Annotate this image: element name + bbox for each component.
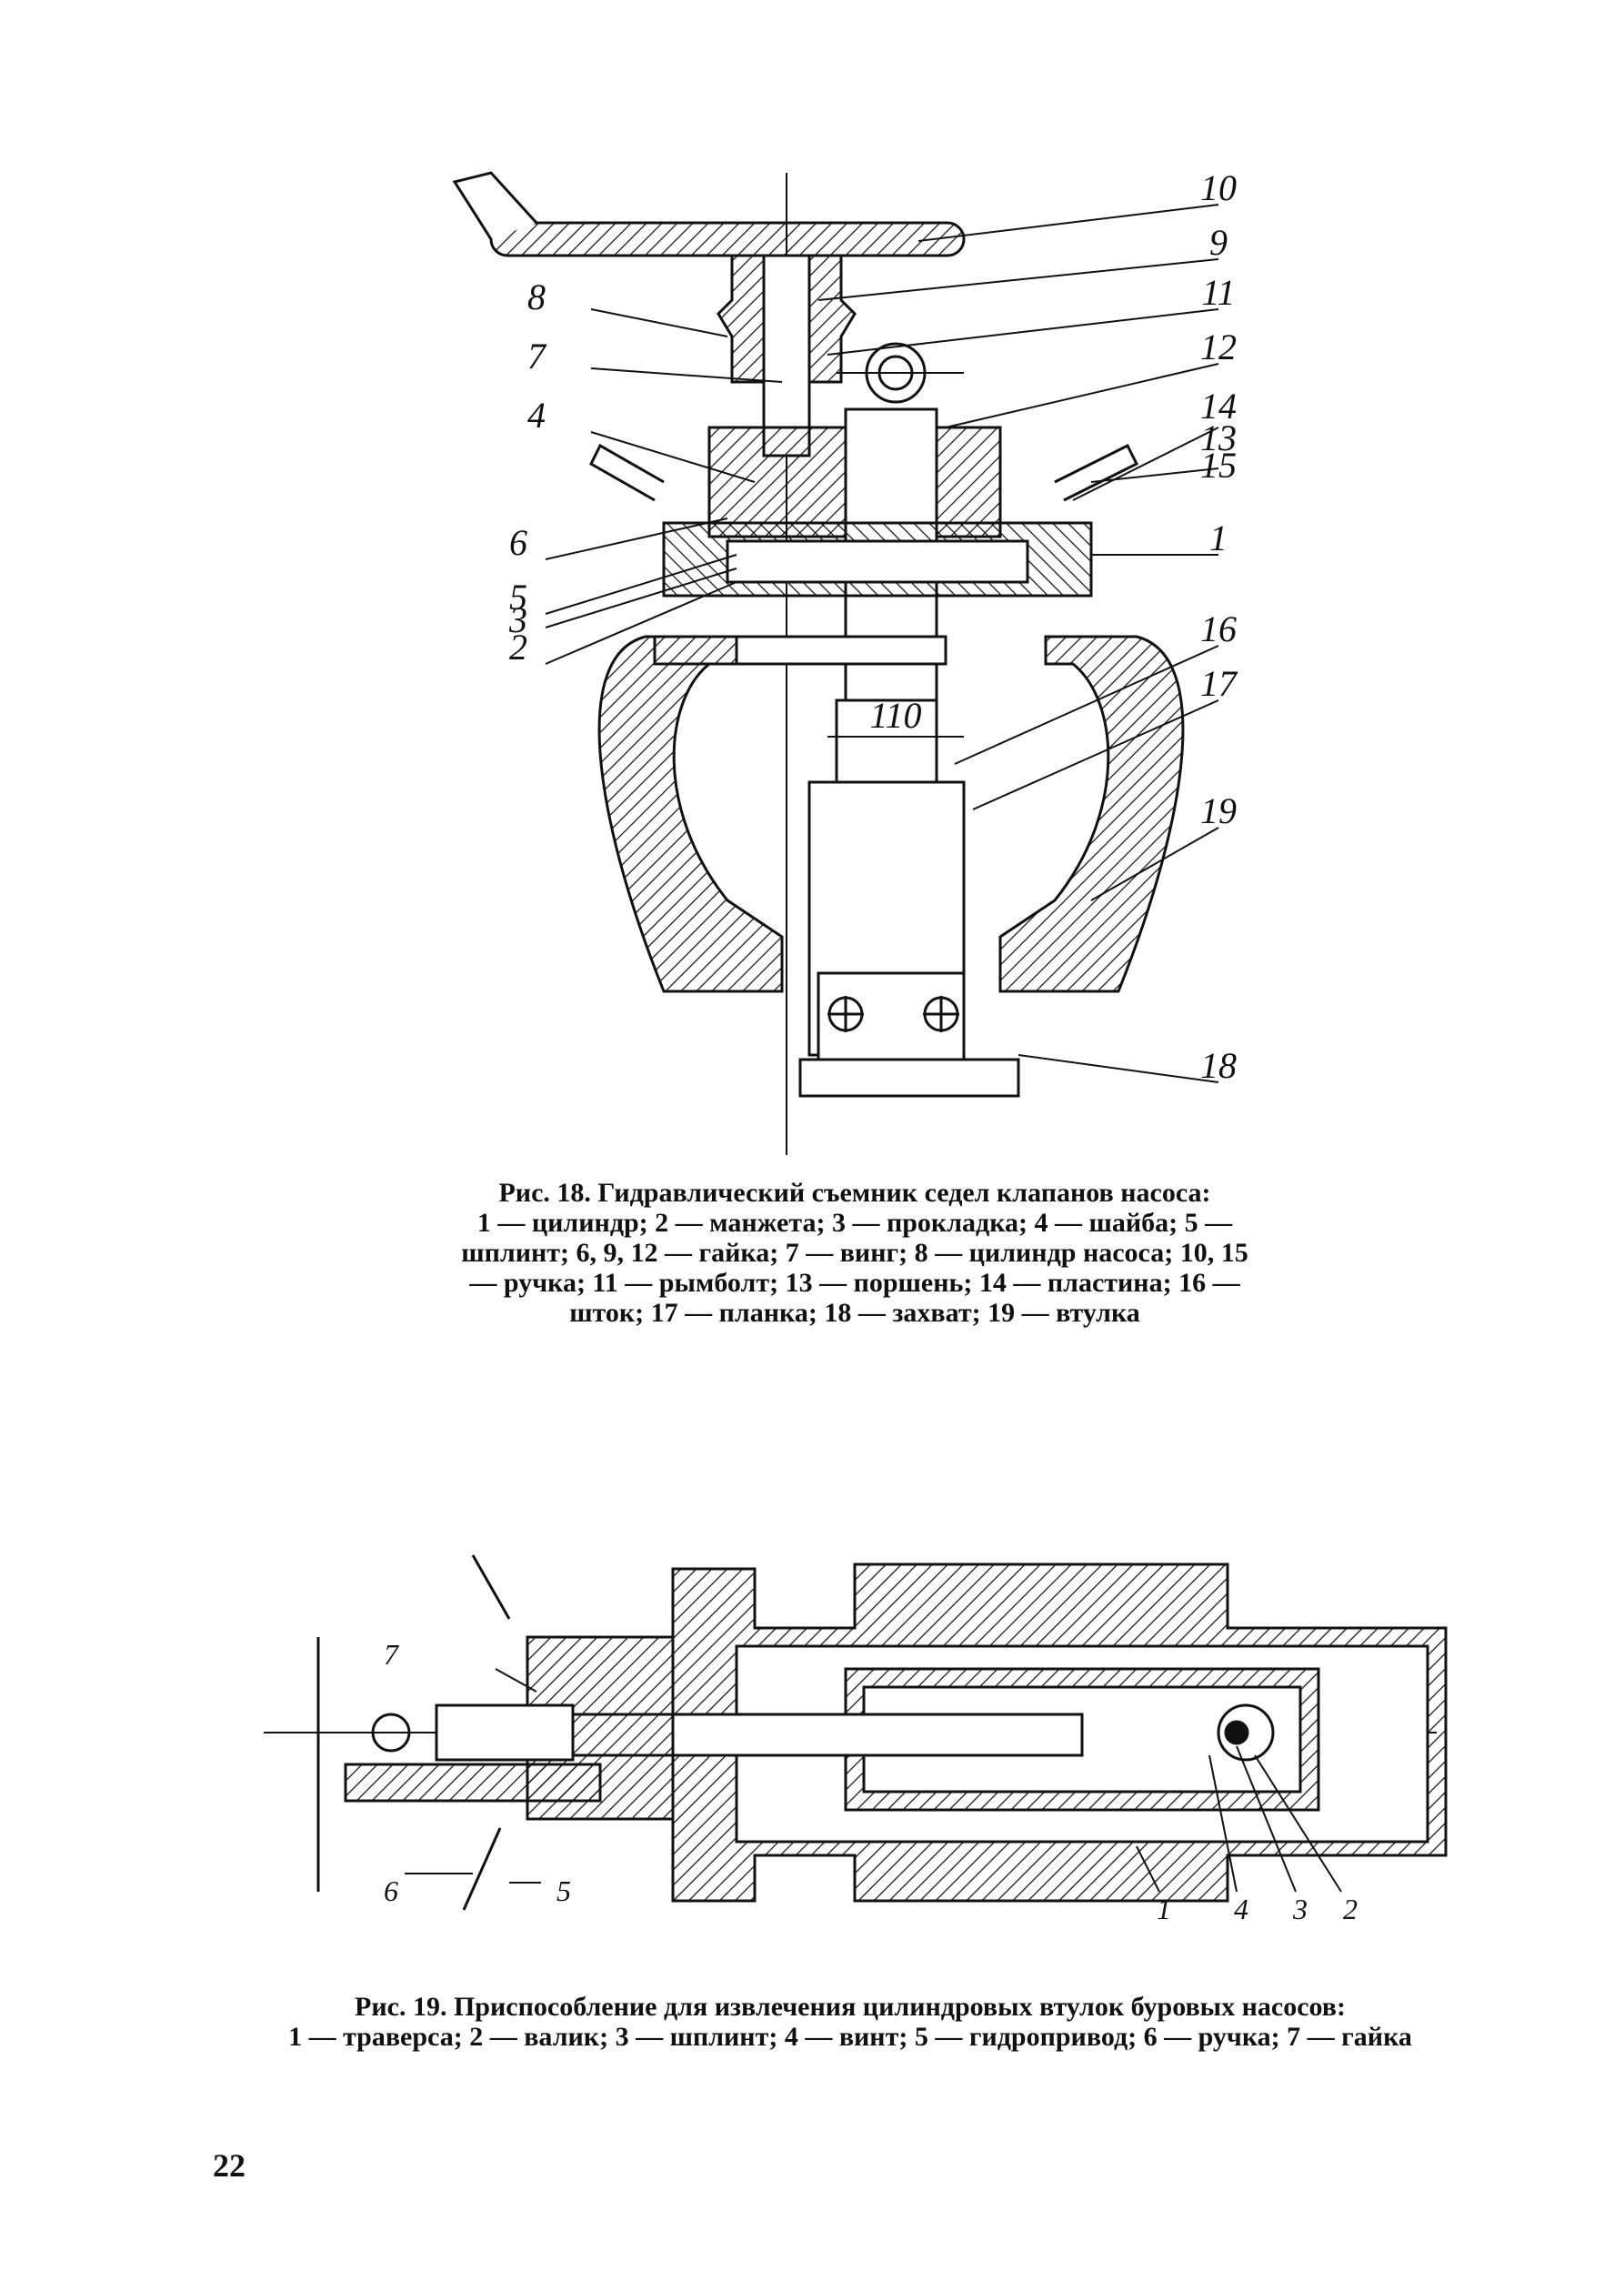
fig18-label-15: 15 (1200, 445, 1237, 486)
fig18-dimension-110: 110 (869, 695, 921, 736)
figure-19-drawing: 7 6 5 1 4 3 2 (227, 1528, 1464, 1955)
fig19-label-2: 2 (1343, 1893, 1358, 1925)
fig19-label-3: 3 (1292, 1893, 1308, 1925)
fig18-label-17: 17 (1200, 663, 1238, 704)
figure-19-caption-legend: 1 — траверса; 2 — валик; 3 — шплинт; 4 —… (288, 2022, 1412, 2052)
fig19-label-7: 7 (384, 1638, 400, 1671)
figure-18-caption-title: Рис. 18. Гидравлический съемник седел кл… (498, 1178, 1211, 1208)
fig18-label-8: 8 (527, 276, 546, 317)
figure-19-caption: Рис. 19. Приспособление для извлечения ц… (264, 1992, 1437, 2052)
fig18-label-19: 19 (1200, 790, 1237, 831)
figure-18-caption-legend: 1 — цилиндр; 2 — манжета; 3 — прокладка;… (461, 1208, 1248, 1328)
figure-18-drawing: 10 9 8 11 7 12 14 4 13 15 6 1 5 3 2 16 1… (436, 155, 1291, 1173)
figure-18-caption: Рис. 18. Гидравлический съемник седел кл… (446, 1178, 1264, 1328)
fig18-label-9: 9 (1209, 222, 1228, 263)
fig18-label-5: 5 (509, 577, 527, 618)
fig18-label-1: 1 (1209, 517, 1228, 558)
fig19-label-4: 4 (1234, 1893, 1248, 1925)
fig18-label-12: 12 (1200, 327, 1237, 367)
fig18-label-7: 7 (527, 336, 547, 377)
fig18-label-14: 14 (1200, 386, 1237, 427)
fig18-label-6: 6 (509, 522, 527, 563)
fig19-label-5: 5 (556, 1874, 571, 1907)
fig18-label-11: 11 (1201, 272, 1235, 313)
fig18-label-4: 4 (527, 395, 546, 436)
fig18-label-10: 10 (1200, 167, 1237, 208)
fig18-label-3: 3 (508, 599, 527, 640)
fig18-label-13: 13 (1200, 417, 1237, 458)
figure-19-caption-title: Рис. 19. Приспособление для извлечения ц… (355, 1992, 1346, 2022)
fig18-label-18: 18 (1200, 1045, 1237, 1086)
fig19-label-1: 1 (1157, 1893, 1171, 1925)
fig18-label-2: 2 (509, 627, 527, 668)
fig18-label-16: 16 (1200, 608, 1237, 649)
page-number: 22 (213, 2147, 246, 2184)
fig19-label-6: 6 (384, 1874, 398, 1907)
